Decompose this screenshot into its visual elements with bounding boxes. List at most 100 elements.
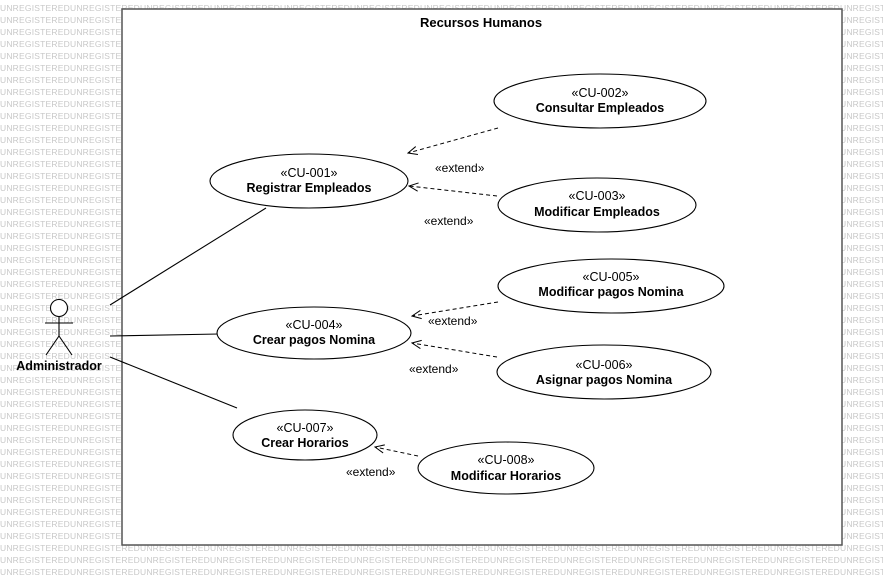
watermark-text: UNREGISTERED: [840, 63, 883, 73]
watermark-text: UNREGISTERED: [70, 483, 140, 493]
watermark-text: UNREGISTERED: [70, 99, 140, 109]
watermark-text: UNREGISTERED: [840, 543, 883, 553]
watermark-text: UNREGISTERED: [840, 567, 883, 577]
watermark-text: UNREGISTERED: [840, 267, 883, 277]
watermark-text: UNREGISTERED: [630, 3, 700, 13]
watermark-text: UNREGISTERED: [490, 555, 560, 565]
actor-administrador[interactable]: Administrador: [16, 298, 102, 374]
watermark-text: UNREGISTERED: [0, 339, 70, 349]
watermark-text: UNREGISTERED: [0, 255, 70, 265]
watermark-text: UNREGISTERED: [0, 303, 70, 313]
watermark-text: UNREGISTERED: [70, 447, 140, 457]
watermark-text: UNREGISTERED: [70, 171, 140, 181]
watermark-text: UNREGISTERED: [840, 183, 883, 193]
watermark-text: UNREGISTERED: [70, 123, 140, 133]
extend-line-cu-002[interactable]: [408, 127, 499, 153]
use-case-cu-001[interactable]: «CU-001» Registrar Empleados: [209, 153, 409, 209]
watermark-text: UNREGISTERED: [840, 495, 883, 505]
watermark-text: UNREGISTERED: [210, 555, 280, 565]
use-case-cu-003[interactable]: «CU-003» Modificar Empleados: [497, 177, 697, 233]
watermark-text: UNREGISTERED: [840, 531, 883, 541]
watermark-text: UNREGISTERED: [840, 99, 883, 109]
extend-line-cu-005[interactable]: [412, 301, 499, 316]
use-case-cu-008[interactable]: «CU-008» Modificar Horarios: [417, 441, 595, 495]
watermark-text: UNREGISTERED: [70, 327, 140, 337]
watermark-text: UNREGISTERED: [840, 219, 883, 229]
extend-label-cu-005: «extend»: [428, 314, 478, 328]
watermark-text: UNREGISTERED: [70, 51, 140, 61]
use-case-ellipse: [209, 153, 409, 209]
watermark-text: UNREGISTERED: [0, 351, 70, 361]
use-case-id: «CU-003»: [569, 189, 626, 203]
watermark-text: UNREGISTERED: [0, 51, 70, 61]
watermark-text: UNREGISTERED: [0, 291, 70, 301]
watermark-text: UNREGISTERED: [840, 87, 883, 97]
use-case-name: Crear Horarios: [261, 436, 349, 450]
watermark-text: UNREGISTERED: [70, 63, 140, 73]
watermark-text: UNREGISTERED: [840, 195, 883, 205]
watermark-text: UNREGISTERED: [70, 531, 140, 541]
use-case-ellipse: [496, 344, 712, 400]
watermark-text: UNREGISTERED: [0, 195, 70, 205]
watermark-text: UNREGISTERED: [0, 183, 70, 193]
use-case-cu-006[interactable]: «CU-006» Asignar pagos Nomina: [496, 344, 712, 400]
watermark-text: UNREGISTERED: [840, 51, 883, 61]
watermark-text: UNREGISTERED: [840, 483, 883, 493]
watermark-text: UNREGISTERED: [490, 567, 560, 577]
extend-line-cu-008[interactable]: [375, 447, 419, 457]
watermark-text: UNREGISTERED: [0, 243, 70, 253]
association-line-cu-007[interactable]: [109, 356, 238, 409]
association-line-cu-001[interactable]: [109, 207, 267, 306]
use-case-id: «CU-008»: [478, 453, 535, 467]
watermark-text: UNREGISTERED: [420, 3, 490, 13]
watermark-text: UNREGISTERED: [0, 387, 70, 397]
watermark-text: UNREGISTERED: [0, 531, 70, 541]
watermark-text: UNREGISTERED: [70, 87, 140, 97]
watermark-text: UNREGISTERED: [0, 507, 70, 517]
watermark-text: UNREGISTERED: [70, 3, 140, 13]
use-case-cu-005[interactable]: «CU-005» Modificar pagos Nomina: [497, 258, 725, 314]
use-case-ellipse: [493, 73, 707, 129]
watermark-text: UNREGISTERED: [840, 39, 883, 49]
watermark-text: UNREGISTERED: [0, 87, 70, 97]
use-case-name: Asignar pagos Nomina: [536, 373, 673, 387]
extend-label-cu-008: «extend»: [346, 465, 396, 479]
use-case-cu-004[interactable]: «CU-004» Crear pagos Nomina: [216, 306, 412, 360]
watermark-text: UNREGISTERED: [840, 351, 883, 361]
watermark-text: UNREGISTERED: [0, 543, 70, 553]
watermark-text: UNREGISTERED: [840, 27, 883, 37]
watermark-text: UNREGISTERED: [70, 471, 140, 481]
use-case-id: «CU-007»: [277, 421, 334, 435]
watermark-text: UNREGISTERED: [770, 3, 840, 13]
extend-line-cu-006[interactable]: [412, 343, 498, 358]
watermark-text: UNREGISTERED: [560, 555, 630, 565]
watermark-text: UNREGISTERED: [210, 543, 280, 553]
watermark-text: UNREGISTERED: [70, 39, 140, 49]
watermark-text: UNREGISTERED: [840, 75, 883, 85]
watermark-text: UNREGISTERED: [70, 567, 140, 577]
watermark-text: UNREGISTERED: [840, 123, 883, 133]
use-case-cu-007[interactable]: «CU-007» Crear Horarios: [232, 409, 378, 461]
extend-label-cu-006: «extend»: [409, 362, 459, 376]
watermark-text: UNREGISTERED: [840, 111, 883, 121]
watermark-text: UNREGISTERED: [630, 567, 700, 577]
watermark-text: UNREGISTERED: [490, 543, 560, 553]
watermark-text: UNREGISTERED: [840, 435, 883, 445]
watermark-text: UNREGISTERED: [0, 63, 70, 73]
watermark-text: UNREGISTERED: [840, 423, 883, 433]
association-line-cu-004[interactable]: [109, 333, 220, 337]
watermark-text: UNREGISTERED: [210, 3, 280, 13]
extend-line-cu-003[interactable]: [409, 186, 498, 197]
watermark-text: UNREGISTERED: [700, 3, 770, 13]
watermark-text: UNREGISTERED: [560, 3, 630, 13]
watermark-text: UNREGISTERED: [700, 567, 770, 577]
watermark-text: UNREGISTERED: [0, 99, 70, 109]
watermark-text: UNREGISTERED: [0, 447, 70, 457]
watermark-text: UNREGISTERED: [490, 3, 560, 13]
extend-relations: «extend» «extend» «extend» «extend» «ext…: [346, 127, 499, 479]
use-case-cu-002[interactable]: «CU-002» Consultar Empleados: [493, 73, 707, 129]
watermark-text: UNREGISTERED: [630, 555, 700, 565]
watermark-text: UNREGISTERED: [0, 555, 70, 565]
watermark-text: UNREGISTERED: [0, 3, 70, 13]
